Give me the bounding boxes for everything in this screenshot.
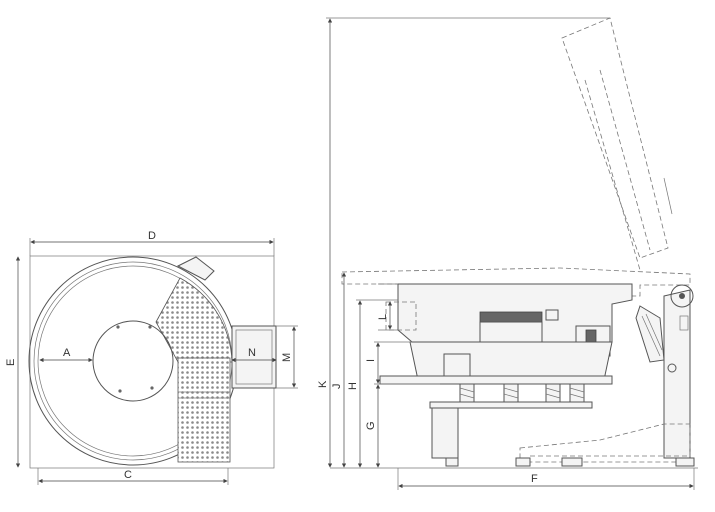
lift-arm: [663, 289, 691, 459]
bowl-center-cone: [92, 320, 174, 402]
lid-open-position: [561, 17, 669, 259]
dim-label-h: H: [347, 382, 359, 390]
perforated-track: [155, 277, 233, 363]
top-view: A N M D C E: [5, 230, 298, 485]
dim-label-k: K: [317, 380, 329, 388]
dim-label-f: F: [531, 473, 538, 485]
dim-label-j: J: [331, 384, 343, 390]
support-column: [431, 407, 459, 459]
perforated-chute: [177, 357, 231, 463]
side-view: K J H G I L F: [317, 17, 698, 490]
dim-label-d: D: [148, 230, 156, 242]
dim-label-i: I: [365, 359, 377, 362]
dim-label-c: C: [124, 469, 132, 481]
dim-label-g: G: [365, 421, 377, 430]
dim-label-n: N: [248, 347, 256, 359]
dim-label-m: M: [281, 353, 293, 362]
springs: [459, 383, 585, 403]
dim-label-l: L: [377, 314, 389, 320]
outlet-box: [231, 325, 277, 389]
dim-label-a: A: [63, 347, 71, 359]
lid-closed: [341, 267, 691, 297]
dim-label-e: E: [5, 359, 17, 366]
hinge: [670, 284, 694, 308]
